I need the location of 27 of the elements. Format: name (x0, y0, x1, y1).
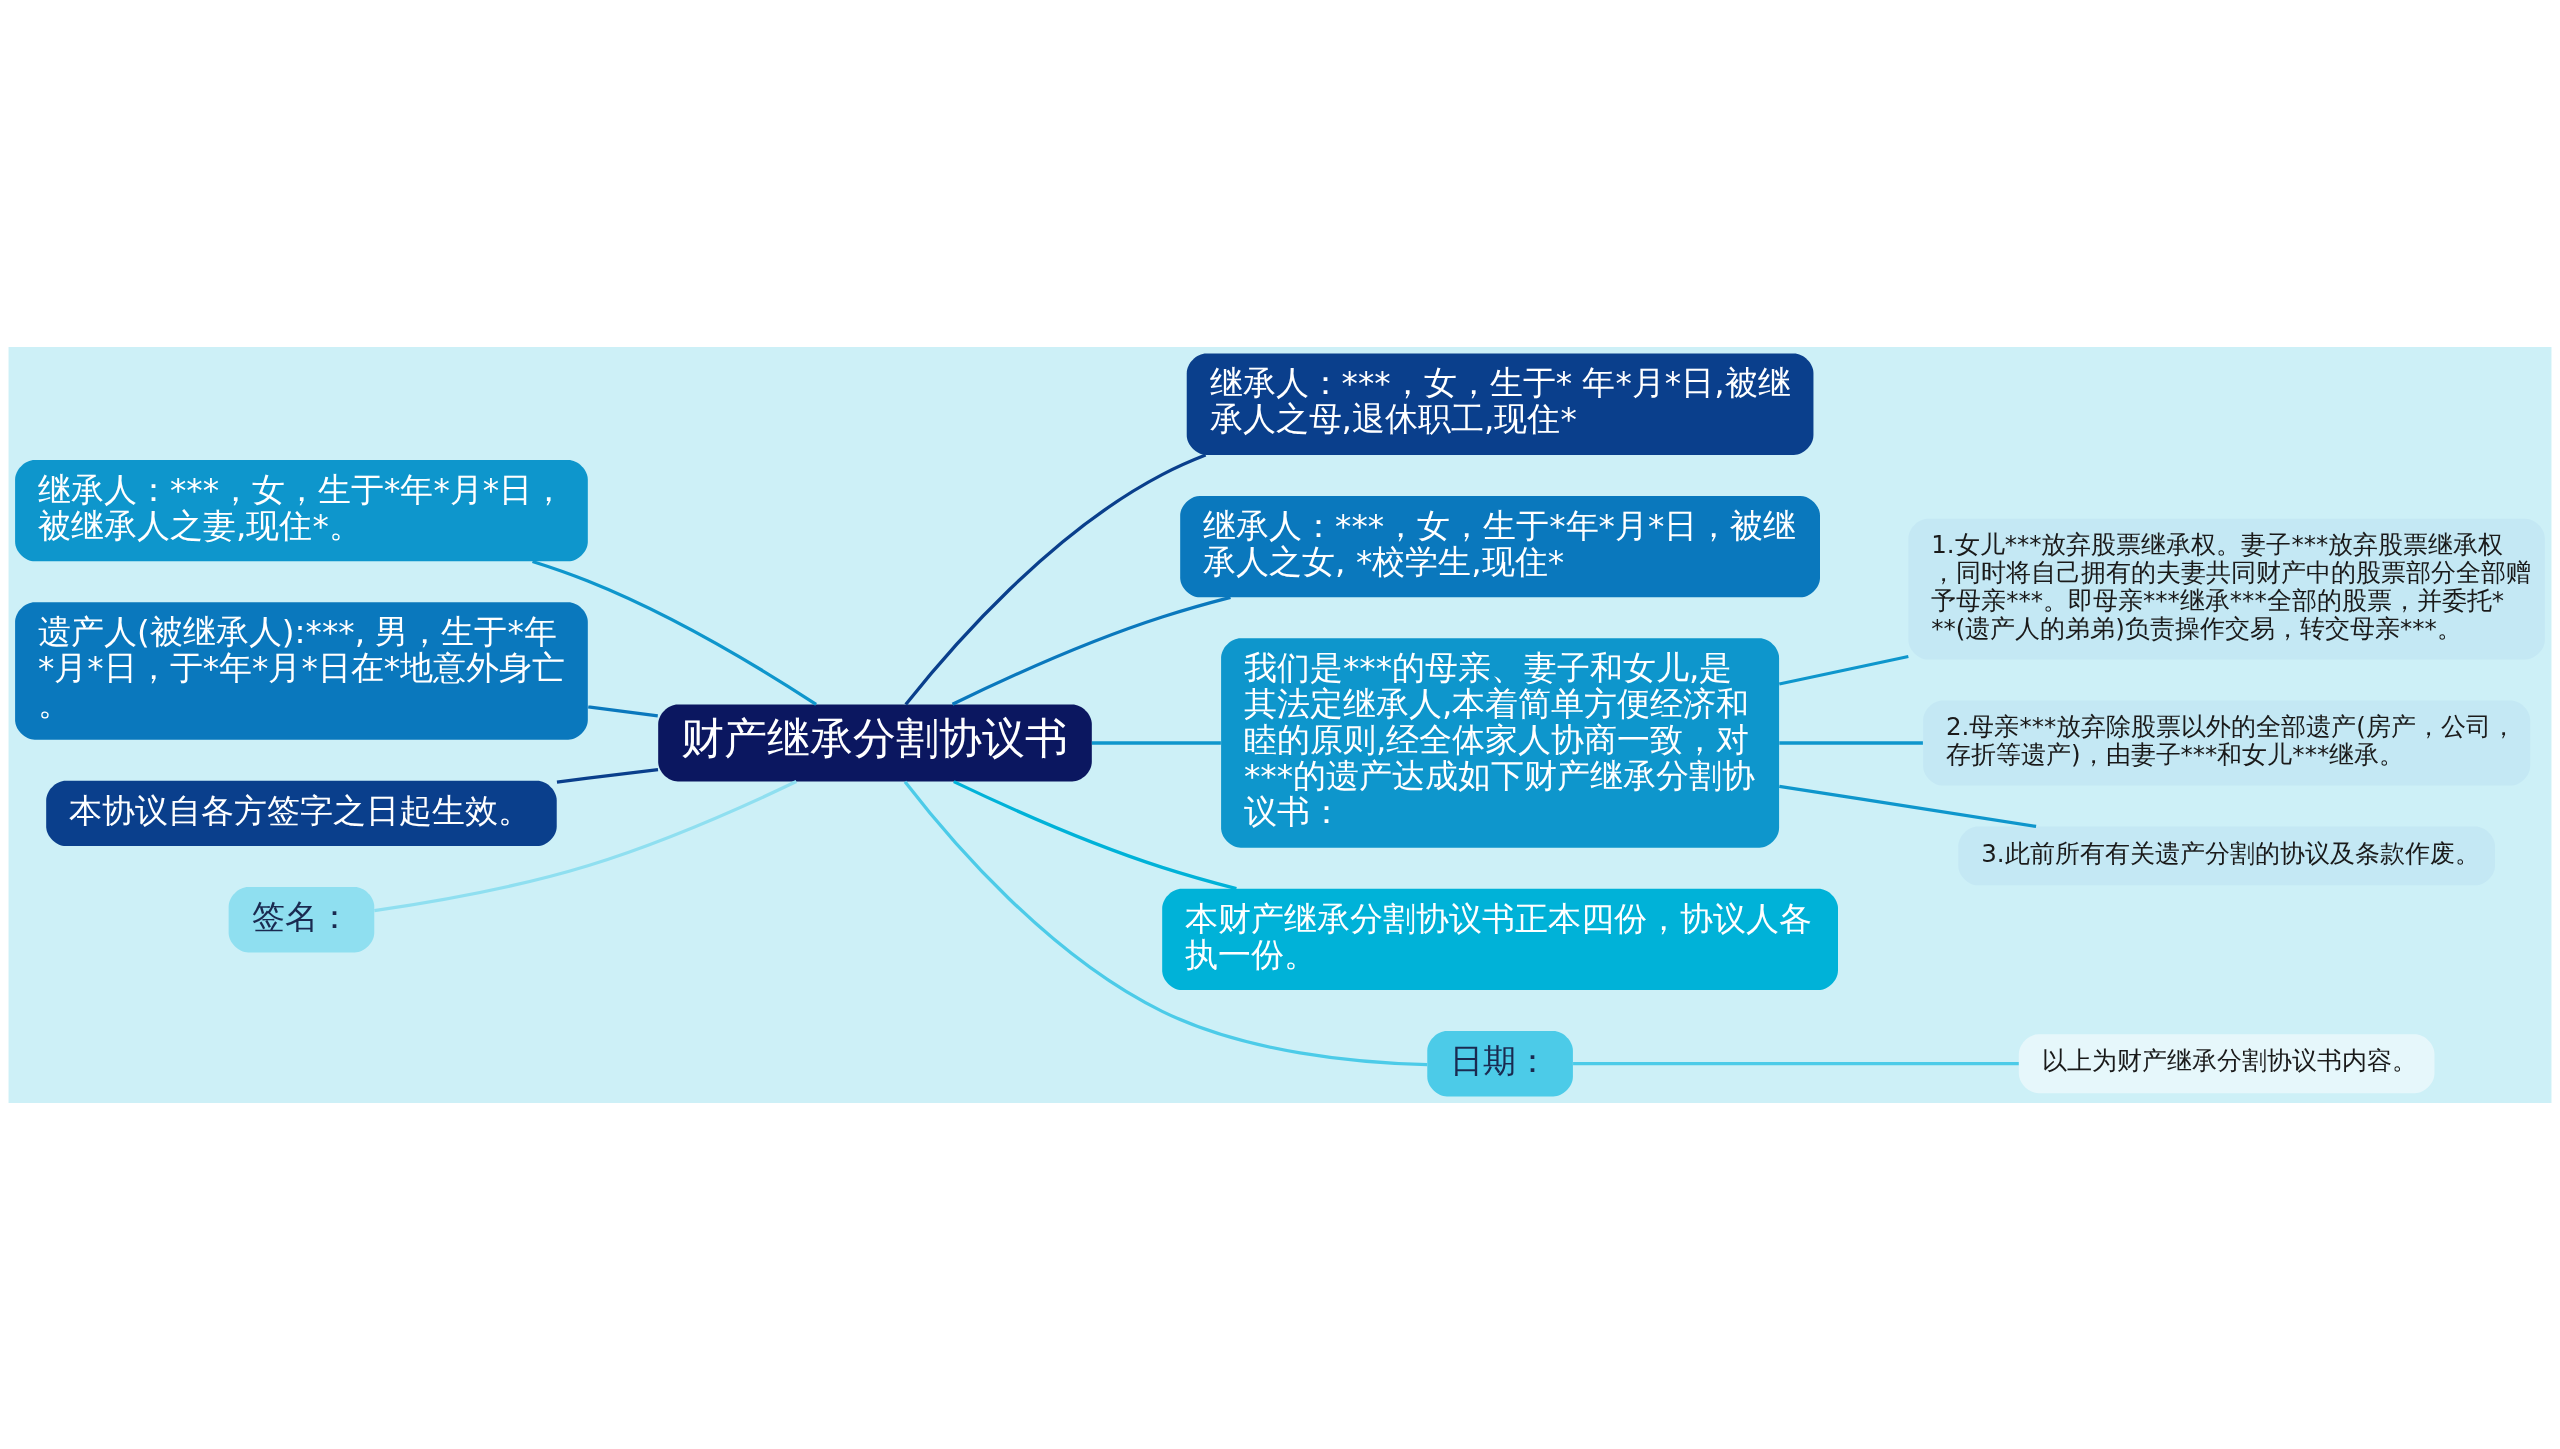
node-box: 签名： (228, 886, 375, 952)
node-box: 3.此前所有有关遗产分割的协议及条款作废。 (1958, 825, 2495, 885)
connector (904, 453, 1207, 706)
connector (953, 779, 1237, 890)
node-box: 继承人：***，女，生于*年*月*日，被继承人之女, *校学生,现住* (1180, 495, 1820, 597)
connector (1779, 740, 1923, 745)
connector (951, 595, 1231, 706)
node-box: 本财产继承分割协议书正本四份，协议人各执一份。 (1162, 888, 1838, 990)
connector (903, 780, 1428, 1066)
connector (532, 559, 817, 706)
node-box: 财产继承分割协议书 (658, 704, 1092, 781)
connector (374, 779, 797, 912)
node-box: 我们是***的母亲、妻子和女儿,是其法定继承人,本着简单方便经济和睦的原则,经全体家人协商一致，对***的遗产达成如下财产继承分割协议书： (1221, 637, 1780, 848)
node-box: 继承人：***，女，生于*年*月*日，被继承人之妻,现住*。 (15, 459, 588, 561)
node-box: 日期： (1427, 1030, 1573, 1096)
node-box: 1.女儿***放弃股票继承权。妻子***放弃股票继承权，同时将自己拥有的夫妻共同财产中的股票部分全部赠予母亲***。即母亲***继承***全部的股票，并委托***(遗产人的弟弟)负责操作交易，转交母亲***。 (1908, 518, 2545, 660)
node-box: 本协议自各方签字之日起生效。 (46, 780, 557, 846)
connector (556, 767, 659, 784)
connector (1779, 784, 2037, 828)
node-box: 2.母亲***放弃除股票以外的全部遗产(房产，公司，存折等遗产)，由妻子***和女儿***继承。 (1923, 699, 2531, 786)
connector (1091, 740, 1221, 745)
node-box: 继承人：***，女，生于* 年*月*日,被继承人之母,退休职工,现住* (1186, 353, 1814, 455)
node-box: 遗产人(被继承人):***, 男，生于*年*月*日，于*年*月*日在*地意外身亡。 (15, 601, 588, 740)
connector (1573, 1061, 2019, 1065)
node-box: 以上为财产继承分割协议书内容。 (2018, 1033, 2435, 1093)
connector (1778, 654, 1909, 686)
connector (588, 704, 658, 717)
